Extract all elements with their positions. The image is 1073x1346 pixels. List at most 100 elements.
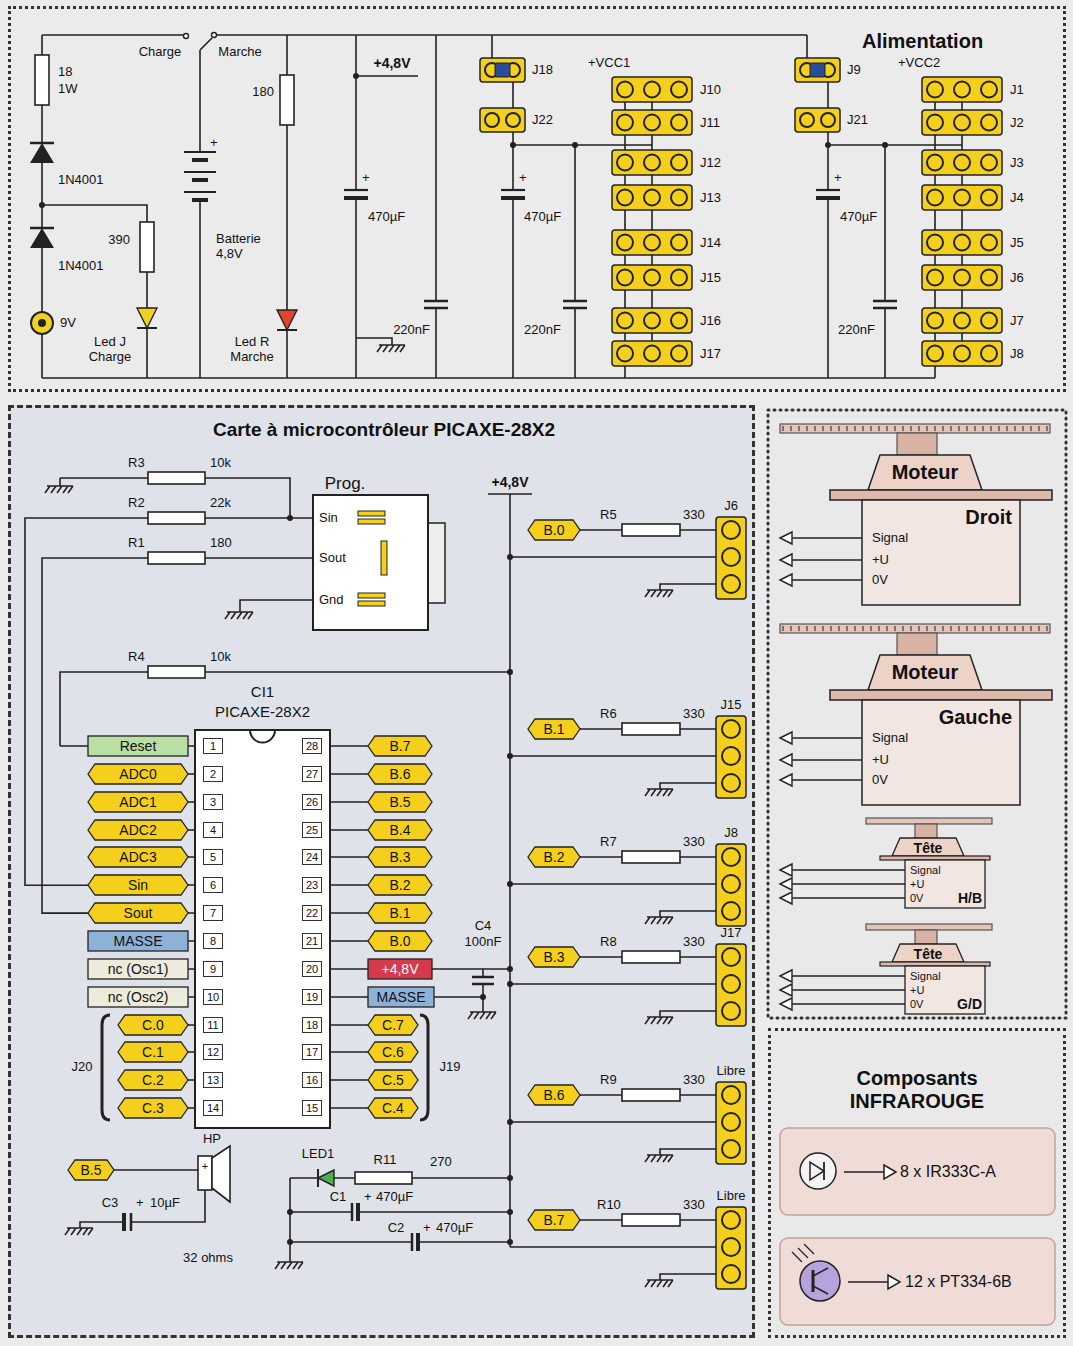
pin-name: C.5 bbox=[382, 1072, 404, 1088]
pin-name: B.0 bbox=[543, 522, 564, 538]
board-component bbox=[198, 1156, 212, 1190]
pin-number: 13 bbox=[203, 1072, 223, 1088]
servo-lead bbox=[780, 732, 792, 744]
component-label: 1N4001 bbox=[58, 173, 104, 188]
shape-part bbox=[88, 820, 188, 840]
power-component bbox=[140, 222, 154, 272]
component-label: + bbox=[423, 1221, 431, 1236]
shape-part bbox=[922, 150, 1002, 175]
component-label: C2 bbox=[388, 1221, 405, 1236]
shape-part bbox=[981, 313, 997, 329]
servo-connector: J6 bbox=[716, 517, 746, 599]
pin-number: 21 bbox=[302, 933, 322, 949]
board-component bbox=[507, 1175, 513, 1181]
servo-lead bbox=[780, 984, 792, 996]
shape-part bbox=[954, 190, 970, 206]
pin-name: Sout bbox=[124, 905, 153, 921]
pin-label-tag: C.6 bbox=[368, 1042, 418, 1062]
component-label: 18 bbox=[58, 65, 72, 80]
component-label: +4,8V bbox=[492, 474, 529, 490]
component-label: Marche bbox=[218, 45, 261, 60]
shape-part bbox=[313, 495, 428, 630]
power-component bbox=[353, 73, 359, 79]
component-text: 0V bbox=[872, 573, 888, 588]
pin-header-outline bbox=[922, 230, 1002, 255]
panel-ground bbox=[8, 405, 1066, 1338]
shape-part bbox=[927, 313, 943, 329]
shape-part bbox=[644, 155, 660, 171]
pin-label-tag: MASSE bbox=[88, 931, 188, 951]
component-text: Droit bbox=[965, 506, 1012, 529]
shape-part bbox=[780, 1128, 1055, 1215]
shape-part bbox=[671, 115, 687, 131]
pin-header-outline bbox=[922, 341, 1002, 366]
servo-connector: Libre bbox=[716, 1207, 746, 1289]
component-text: J8 bbox=[724, 826, 738, 841]
pin-name: ADC1 bbox=[119, 794, 156, 810]
component-text: 0V bbox=[910, 998, 923, 1011]
shape-part bbox=[644, 270, 660, 286]
servo-horn bbox=[782, 426, 1048, 431]
pin-number: 1 bbox=[203, 738, 223, 754]
shape-part bbox=[813, 1268, 828, 1276]
pin-label-tag: B.6 bbox=[528, 1085, 580, 1105]
shape-part bbox=[722, 975, 740, 993]
shape-part bbox=[810, 63, 825, 77]
pin-name: B.1 bbox=[389, 905, 410, 921]
pin-header: J10 bbox=[612, 77, 692, 102]
component-label: + bbox=[136, 1196, 144, 1211]
pin-name: B.6 bbox=[543, 1087, 564, 1103]
shape-part bbox=[722, 948, 740, 966]
component-text: J6 bbox=[724, 499, 738, 514]
component-label: +4,8V bbox=[374, 55, 411, 71]
programming-connector: Prog.SinSoutGnd bbox=[313, 495, 445, 630]
shape-part bbox=[716, 716, 746, 798]
pin-number: 11 bbox=[203, 1017, 223, 1033]
board-component bbox=[287, 1209, 293, 1215]
shape-part bbox=[617, 270, 633, 286]
shape-part bbox=[480, 58, 525, 82]
shape-part bbox=[644, 115, 660, 131]
shape-part bbox=[358, 511, 385, 516]
pin-name: ADC3 bbox=[119, 849, 156, 865]
component-label: 180 bbox=[252, 85, 274, 100]
pin-label-tag: ADC0 bbox=[88, 764, 188, 784]
shape-part bbox=[981, 270, 997, 286]
shape-part bbox=[862, 500, 1020, 605]
component-text: CI1 bbox=[251, 683, 274, 700]
shape-part bbox=[528, 1210, 580, 1230]
shape-part bbox=[368, 1042, 418, 1062]
power-component bbox=[30, 228, 54, 248]
component-label: 10k bbox=[210, 456, 231, 471]
component-text: J18 bbox=[532, 63, 553, 78]
component-label: + bbox=[210, 136, 218, 151]
power-wire bbox=[42, 35, 962, 378]
component-text: Gnd bbox=[319, 593, 344, 608]
shape-part bbox=[954, 270, 970, 286]
servo-lead bbox=[780, 532, 792, 544]
jumper-connector: J22 bbox=[480, 108, 525, 132]
component-text: J15 bbox=[700, 270, 721, 285]
shape-part bbox=[671, 190, 687, 206]
jumper-connector: J9 bbox=[795, 58, 840, 82]
shape-part bbox=[722, 774, 740, 792]
board-component bbox=[225, 612, 253, 619]
component-label: 220nF bbox=[393, 323, 430, 338]
pin-name: B.4 bbox=[389, 822, 410, 838]
shape-part bbox=[722, 848, 740, 866]
pin-number: 9 bbox=[203, 961, 223, 977]
pin-name: nc (Osc2) bbox=[108, 989, 169, 1005]
power-component bbox=[277, 329, 297, 331]
board-component bbox=[480, 994, 486, 1000]
pin-label-tag: B.7 bbox=[368, 736, 432, 756]
pin-number: 26 bbox=[302, 794, 322, 810]
component-label: R11 bbox=[374, 1153, 397, 1168]
component-label: 330 bbox=[683, 707, 705, 722]
component-label: 100nF bbox=[465, 935, 502, 950]
pin-name: B.6 bbox=[389, 766, 410, 782]
shape-part bbox=[612, 265, 692, 290]
shape-part bbox=[800, 1261, 840, 1301]
pin-header: J12 bbox=[612, 150, 692, 175]
component-label: 470µF bbox=[524, 210, 561, 225]
power-component bbox=[30, 33, 897, 353]
